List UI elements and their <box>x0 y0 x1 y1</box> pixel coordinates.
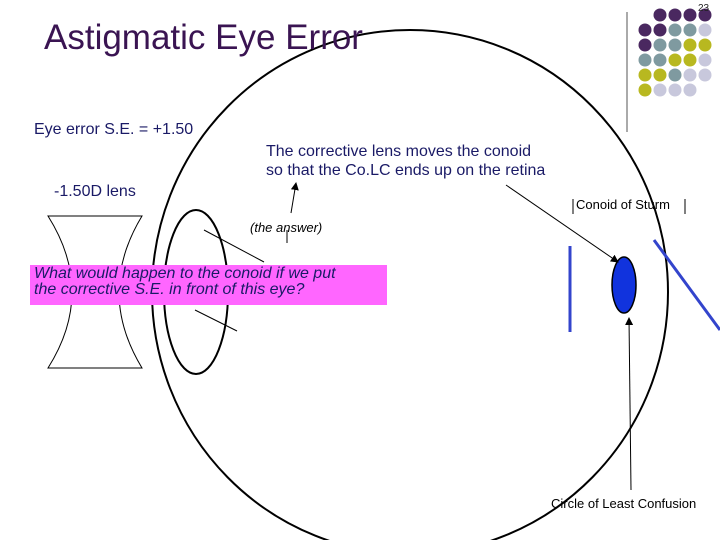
arrow-explanation <box>290 182 299 214</box>
decoration-dot-grid <box>638 8 712 97</box>
decoration-dot <box>683 23 697 37</box>
decoration-dot <box>653 38 667 52</box>
decoration-dot <box>698 53 712 67</box>
decoration-dot <box>638 53 652 67</box>
decoration-dot <box>698 38 712 52</box>
decoration-dot <box>653 8 667 22</box>
eye-error-label: Eye error S.E. = +1.50 <box>34 121 194 138</box>
decoration-dot <box>668 8 682 22</box>
decoration-dot <box>653 23 667 37</box>
decoration-dot <box>638 23 652 37</box>
decoration-dot <box>638 83 652 97</box>
circle-of-least-confusion-label: Circle of Least Confusion <box>551 496 697 511</box>
oblique-focal-line <box>652 239 720 331</box>
decoration-dot <box>668 83 682 97</box>
decoration-dot <box>653 83 667 97</box>
decoration-dot <box>698 68 712 82</box>
decoration-dot <box>668 68 682 82</box>
arrow-sturm <box>505 184 619 263</box>
explanation-line: The corrective lens moves the conoid <box>266 143 532 160</box>
lens-power-label: -1.50D lens <box>54 183 136 200</box>
decoration-dot <box>653 68 667 82</box>
decoration-dot <box>668 38 682 52</box>
decoration-dot <box>668 53 682 67</box>
lens-ray-line <box>203 229 265 263</box>
question-line: What would happen to the conoid if we pu… <box>34 265 336 282</box>
decoration-dot <box>683 83 697 97</box>
decoration-dot <box>683 53 697 67</box>
decoration-dot <box>683 8 697 22</box>
decoration-dot <box>638 38 652 52</box>
explanation-line: so that the Co.LC ends up on the retina <box>266 162 546 179</box>
decoration-dot <box>668 23 682 37</box>
decoration-dot <box>638 68 652 82</box>
slide-number: 23 <box>698 3 710 14</box>
circle-of-least-confusion <box>611 256 637 314</box>
conoid-of-sturm-label: Conoid of Sturm <box>576 197 670 212</box>
slide-title: Astigmatic Eye Error <box>44 18 363 57</box>
decoration-dot <box>698 23 712 37</box>
question-line: the corrective S.E. in front of this eye… <box>34 281 305 298</box>
explanation-text: The corrective lens moves the conoid so … <box>266 142 545 180</box>
decoration-dot <box>683 38 697 52</box>
answer-label: (the answer) <box>250 220 323 235</box>
decoration-dot <box>653 53 667 67</box>
decoration-dot <box>698 8 712 22</box>
arrow-colc <box>625 317 634 491</box>
decoration-dot <box>683 68 697 82</box>
lens-ray-line <box>194 309 238 332</box>
question-box: What would happen to the conoid if we pu… <box>30 265 387 305</box>
